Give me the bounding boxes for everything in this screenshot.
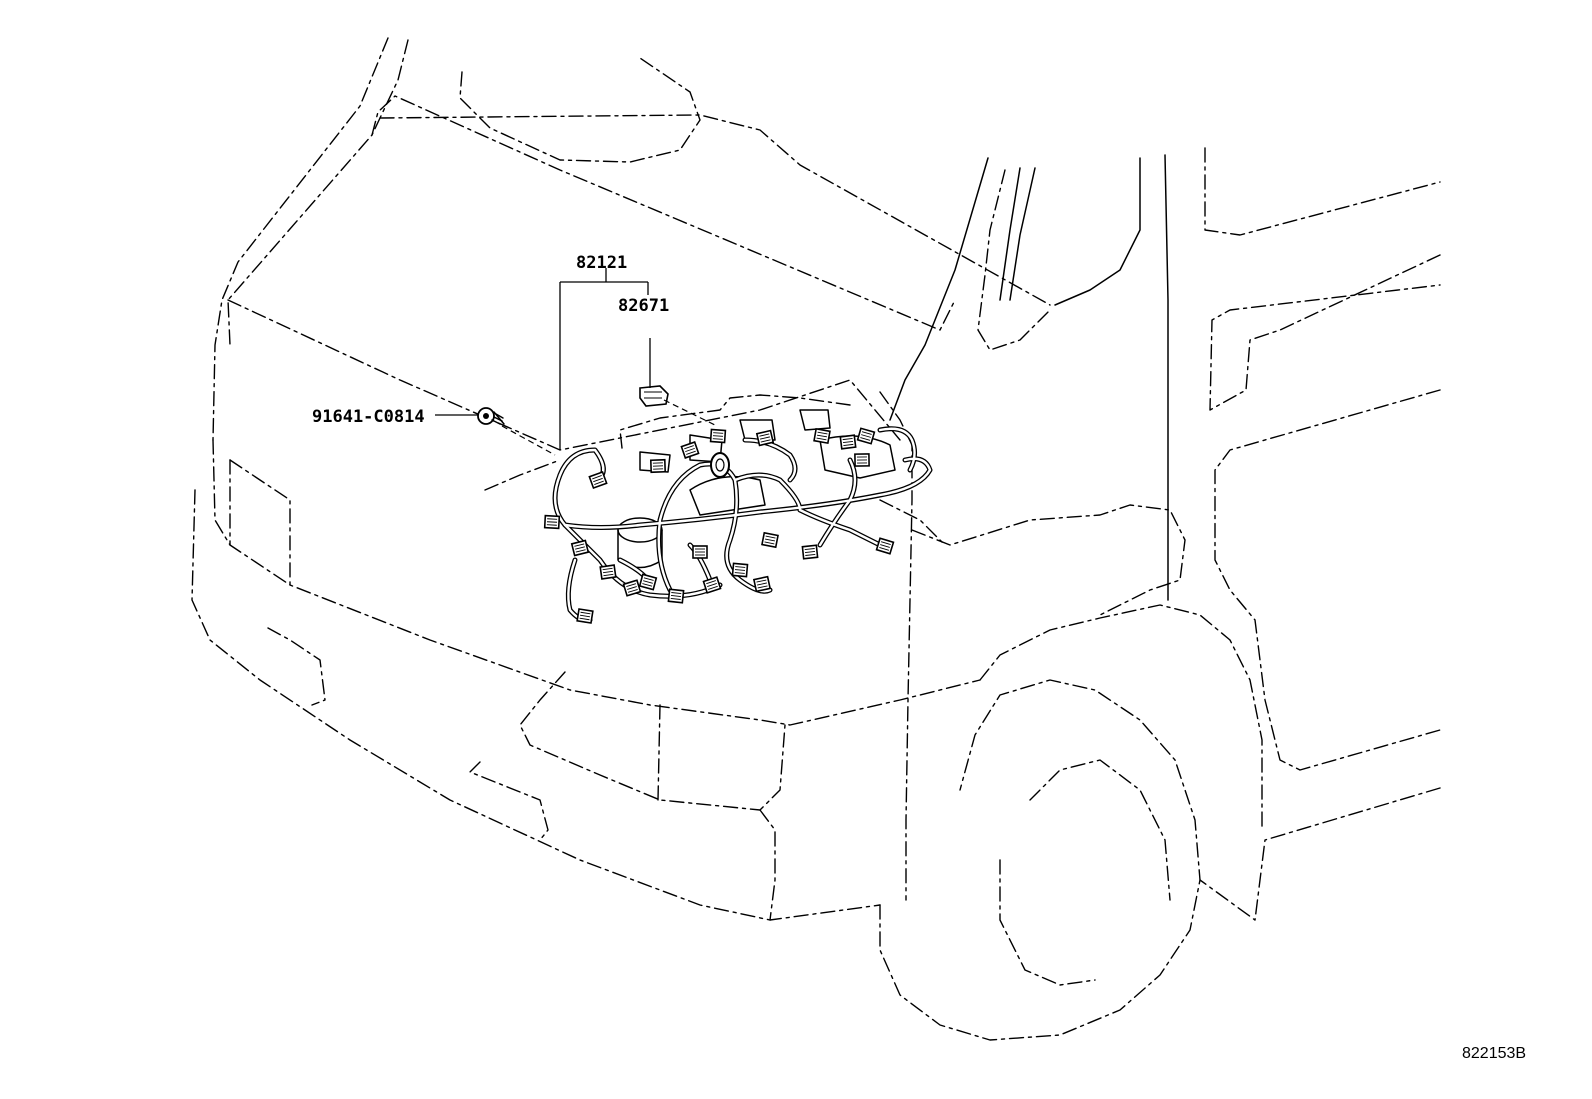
connector-block xyxy=(755,429,775,447)
connector-block xyxy=(680,441,700,459)
connector-block xyxy=(709,428,727,444)
connector-block xyxy=(570,539,590,557)
reference-code: 822153B xyxy=(1462,1045,1526,1062)
connector-block xyxy=(543,514,561,530)
bolt-part xyxy=(477,407,505,425)
connector-block xyxy=(576,608,594,624)
connector-block xyxy=(692,545,708,559)
vehicle-outline xyxy=(191,37,1441,1041)
clamp-part xyxy=(639,385,669,407)
connector-block xyxy=(649,458,667,474)
connector-block xyxy=(702,576,722,594)
connector-block xyxy=(638,573,658,591)
callout-82671: 82671 xyxy=(618,296,669,316)
connector-block xyxy=(667,588,685,604)
connector-block xyxy=(854,453,870,467)
connector-block xyxy=(813,427,831,445)
callout-82121: 82121 xyxy=(576,253,627,273)
connector-block xyxy=(761,531,779,549)
connector-block xyxy=(875,537,895,555)
connector-block xyxy=(622,579,642,597)
connector-block xyxy=(731,562,749,578)
leader-lines xyxy=(435,268,716,456)
callout-91641-c0814: 91641-C0814 xyxy=(312,407,425,427)
connector-block xyxy=(752,575,772,593)
connector-block xyxy=(599,564,617,580)
connector-block xyxy=(801,544,819,560)
harness-connectors xyxy=(543,427,895,624)
connector-block xyxy=(856,427,876,445)
connector-block xyxy=(839,434,857,450)
wire-harness xyxy=(552,426,933,623)
connector-block xyxy=(588,470,608,490)
